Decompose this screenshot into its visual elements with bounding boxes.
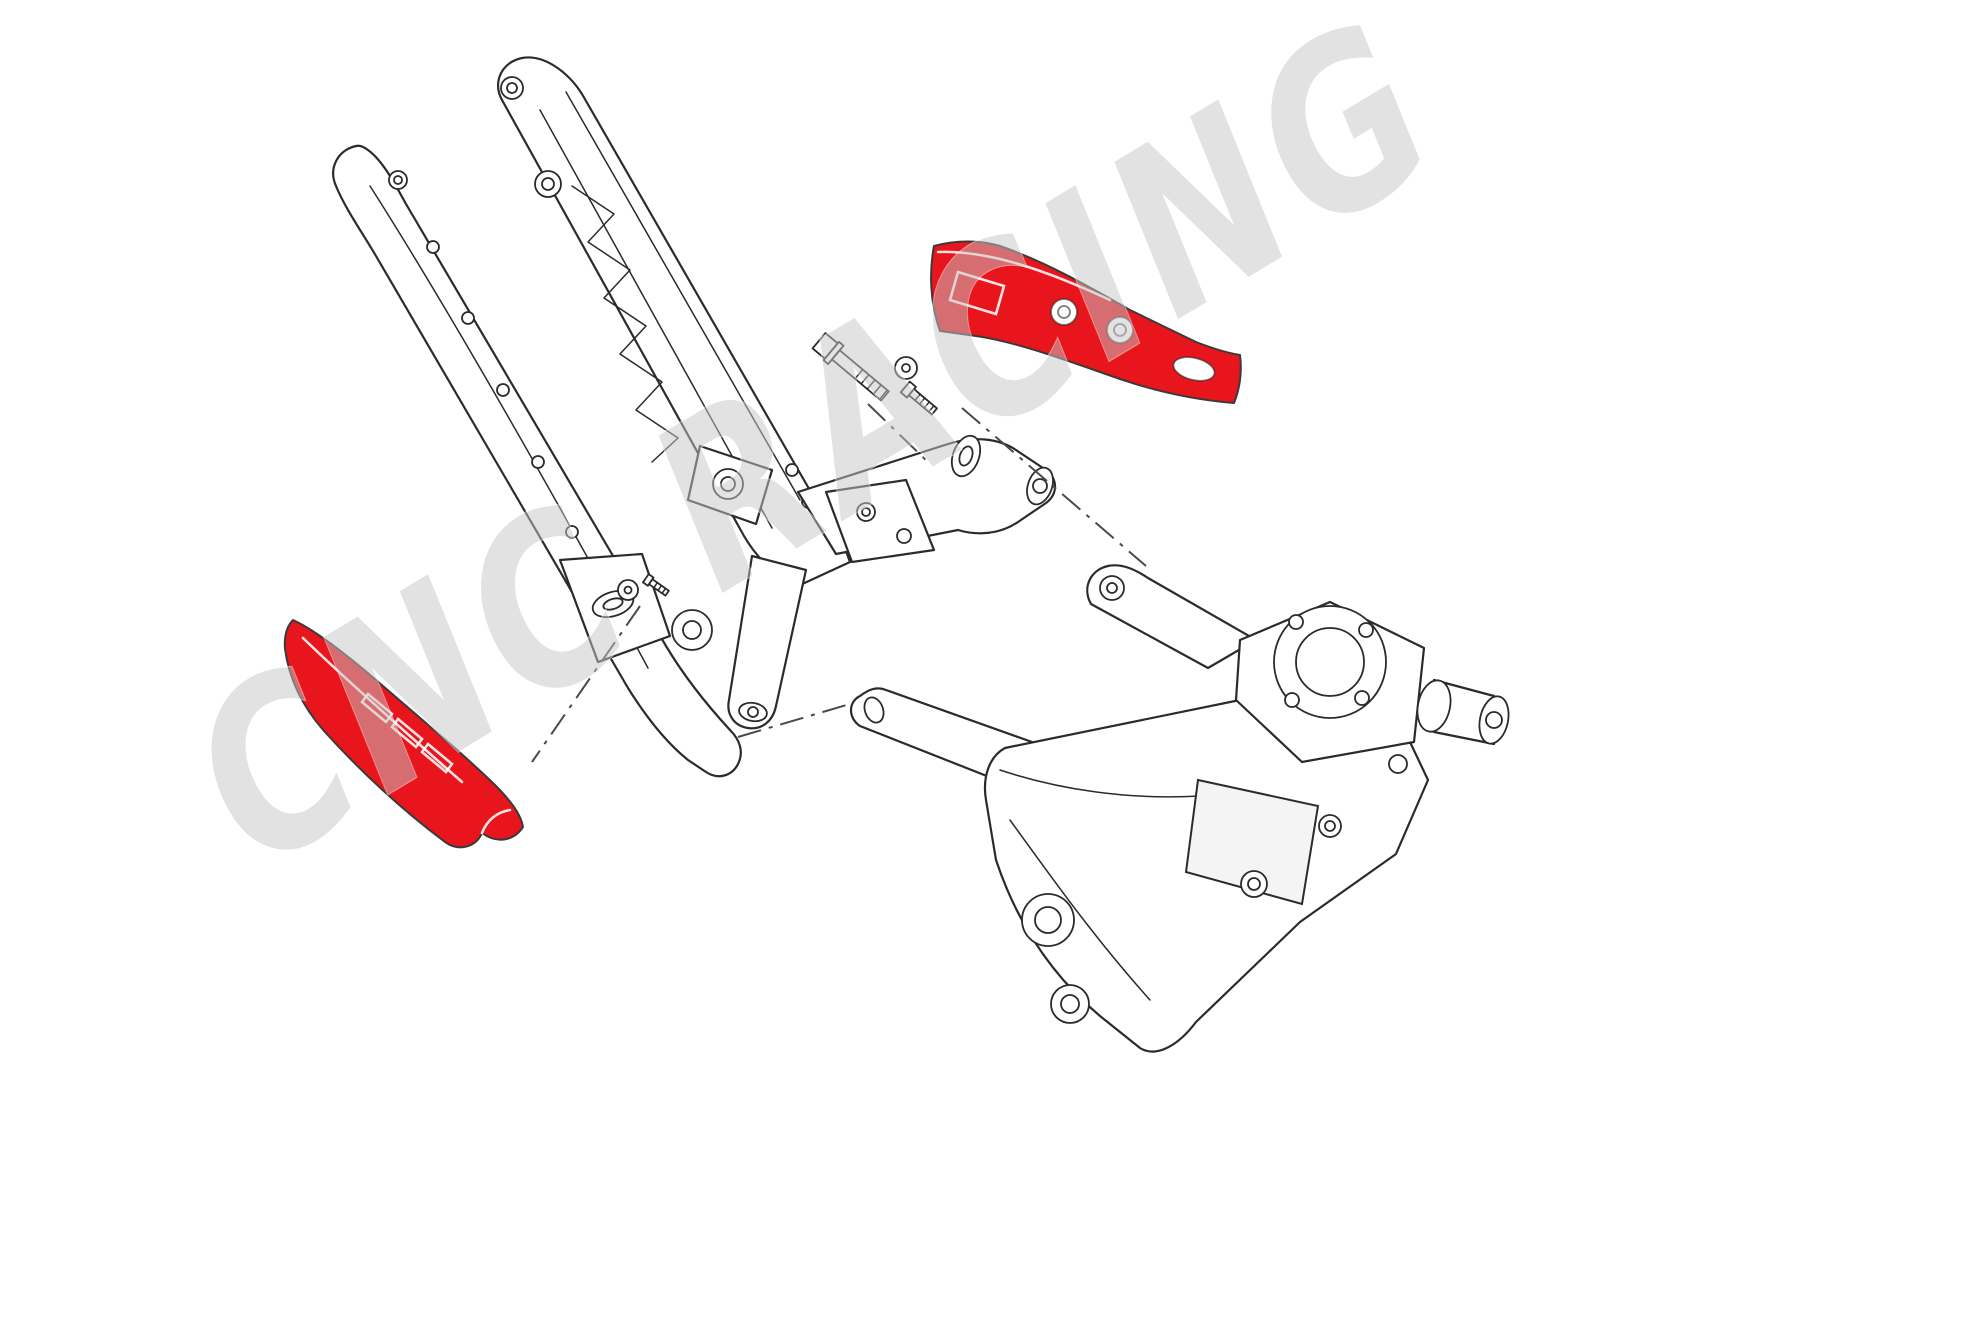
- screw-head: [899, 380, 917, 399]
- flange-bolt-hole: [1354, 690, 1370, 706]
- left-rail-hole: [426, 240, 440, 254]
- subframe-bushing-mount-bore: [958, 445, 974, 467]
- fastener-bolts: [617, 332, 938, 601]
- subframe-head-hole-inner: [506, 82, 518, 94]
- subframe-plate-hole-inner: [861, 507, 871, 517]
- subframe-bushing-mount-bore: [1032, 478, 1048, 494]
- subframe-foot-bore: [747, 706, 759, 718]
- left-cover-vent-slot: [360, 692, 394, 724]
- highlighted-cover-left: [283, 619, 524, 849]
- body-contour-line: [1009, 819, 1151, 1001]
- left-cover-edge-line: [301, 636, 464, 784]
- body-hole-inner: [1324, 820, 1336, 832]
- screw-shaft: [907, 388, 938, 416]
- left-rail-head-hole-inner: [393, 175, 403, 185]
- body-hole: [1388, 754, 1408, 774]
- left-rail-hole: [496, 383, 510, 397]
- body-rect-opening: [1184, 778, 1320, 906]
- subframe-right-tube-inner: [565, 91, 801, 501]
- steering-flange-inner: [1295, 627, 1365, 697]
- left-subframe-rail: [332, 144, 742, 778]
- subframe-plate-hole: [896, 528, 912, 544]
- swingarm-upper-arm: [1086, 564, 1258, 670]
- left-rail-hole: [565, 525, 579, 539]
- screw-threads: [914, 393, 935, 413]
- left-cover-vent-slot: [390, 717, 424, 749]
- subframe-main-beam: [496, 56, 852, 588]
- screw-threads: [653, 581, 667, 595]
- left-rail-hole: [461, 311, 475, 325]
- washer-bore: [901, 363, 911, 373]
- right-cover-slot: [1172, 356, 1216, 382]
- body-hole-inner: [1247, 877, 1261, 891]
- flange-bolt-hole: [1358, 622, 1374, 638]
- left-rail-boss-bore: [682, 620, 702, 640]
- left-rail-plate-slot-inner: [602, 597, 624, 611]
- small-screw: [899, 380, 938, 416]
- assembly-alignment-lines: [531, 403, 1147, 763]
- assembly-line-right-cover: [961, 407, 1147, 567]
- mounting-bolt: [811, 332, 890, 402]
- right-cover-panel: [948, 270, 1006, 316]
- body-boss-bore: [1034, 906, 1062, 934]
- washer-bore: [623, 585, 633, 595]
- subframe-lower-leg: [727, 554, 808, 730]
- bolt-threads: [854, 368, 888, 401]
- subframe-trellis-zigzag: [571, 185, 679, 463]
- body-contour-line: [999, 769, 1201, 798]
- subframe-rail-hole: [785, 463, 799, 477]
- rear-subframe: [496, 56, 1057, 730]
- assembly-line-left-cover: [531, 605, 641, 763]
- subframe-upper-bushing-inner: [541, 177, 555, 191]
- highlighted-cover-right: [930, 240, 1242, 404]
- right-boss-bore: [1485, 711, 1503, 729]
- left-rail-hole: [531, 455, 545, 469]
- screw-head: [642, 573, 655, 587]
- assembly-line-bolts: [867, 403, 931, 465]
- left-arm-eye: [863, 696, 885, 724]
- upper-arm-eye-inner: [1106, 582, 1118, 594]
- right-cover-body: [930, 240, 1242, 404]
- right-boss-face: [1416, 679, 1452, 733]
- right-cover-bolt-head: [1113, 323, 1127, 337]
- small-screw: [642, 573, 670, 597]
- flange-bolt-hole: [1284, 692, 1300, 708]
- left-cover-vent-slot: [420, 742, 454, 774]
- front-frame-swingarm: [849, 564, 1510, 1053]
- body-boss-bore: [1060, 994, 1080, 1014]
- bolt-shaft: [831, 349, 890, 402]
- subframe-mid-bracket-bore: [720, 476, 736, 492]
- left-cover-hook-line: [480, 808, 512, 835]
- assembly-line-subframe-to-frame: [737, 703, 851, 738]
- flange-bolt-hole: [1288, 614, 1304, 630]
- right-cover-edge-line: [936, 250, 1112, 302]
- right-cover-bolt-head: [1057, 305, 1071, 319]
- bolt-flange: [822, 340, 845, 365]
